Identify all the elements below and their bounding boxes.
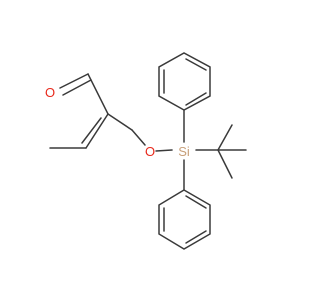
structure-canvas: O O Si [44, 52, 247, 250]
molecule-drawing: O O Si [45, 52, 247, 250]
bond-o-si [155, 149, 173, 152]
phenyl-ring-bottom [158, 159, 211, 250]
tert-butyl-group [195, 124, 247, 179]
phenyl-top-hexagon [158, 52, 211, 111]
aldehyde-group: O [45, 73, 109, 115]
bond-cc-double-b [81, 117, 102, 144]
ethylidene-group [49, 113, 109, 149]
bond-cc-double-a [85, 113, 109, 149]
phenyl-bottom-hexagon [158, 189, 211, 250]
atom-si: Si [178, 144, 190, 159]
atom-o-aldehyde: O [45, 85, 55, 100]
bond-co-double-b [62, 79, 92, 96]
bond-ch2-o [131, 129, 146, 146]
bond-c-ch2 [107, 113, 133, 131]
bond-cquat-me-down [217, 149, 233, 179]
phenyl-bottom-double-1 [185, 195, 207, 209]
phenyl-top-double-2 [185, 58, 207, 71]
bond-co-double-a [59, 73, 89, 89]
phenyl-top-double-3 [185, 92, 207, 106]
silyl-ether-linker: O Si [107, 113, 190, 159]
atom-o-ether: O [145, 144, 155, 159]
bond-cquat-me-up [217, 124, 233, 151]
phenyl-bottom-double-2 [185, 230, 207, 244]
phenyl-ring-top [158, 52, 211, 143]
